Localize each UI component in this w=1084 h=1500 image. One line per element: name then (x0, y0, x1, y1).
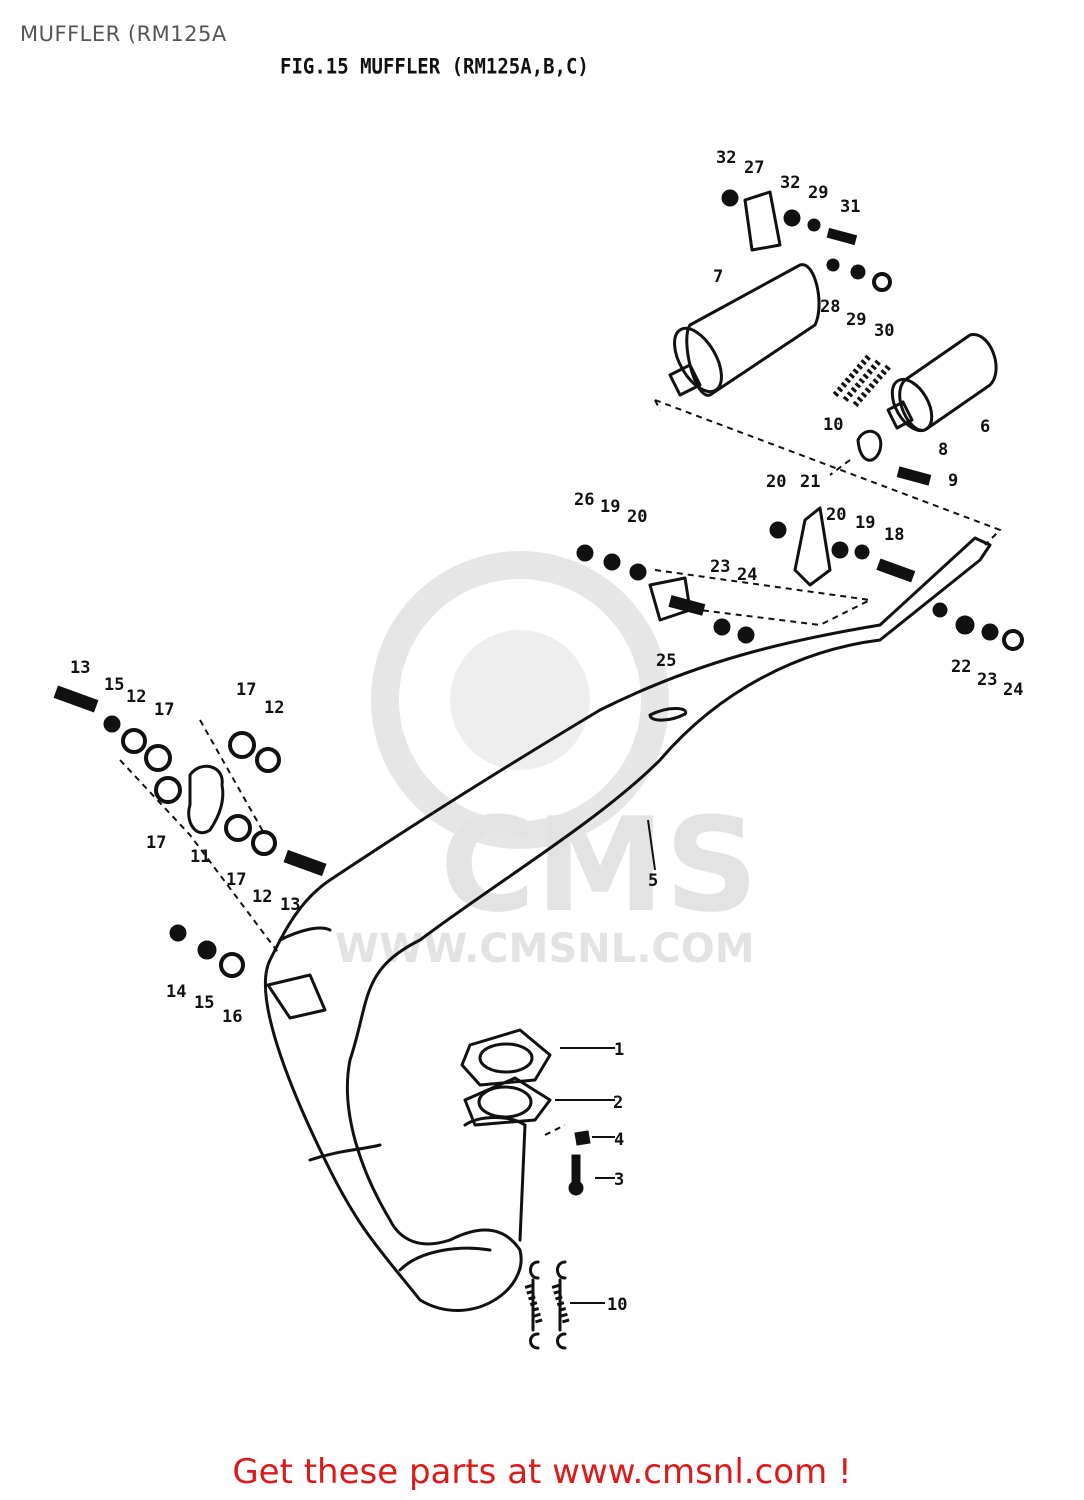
exhaust-spring-pair (524, 1260, 571, 1350)
callout-12-c: 12 (252, 887, 272, 907)
callout-24-b: 24 (1003, 680, 1023, 700)
callout-6: 6 (980, 417, 990, 437)
callout-5: 5 (648, 871, 658, 891)
callout-4: 4 (614, 1130, 624, 1150)
callout-29-a: 29 (808, 183, 828, 203)
callout-19-b: 19 (600, 497, 620, 517)
watermark-mascot-icon (371, 551, 669, 849)
bolt-31 (826, 227, 858, 246)
callout-28: 28 (820, 297, 840, 317)
hardware-washers (103, 189, 1024, 978)
callout-20-a: 20 (766, 472, 786, 492)
callout-10-lower: 10 (607, 1295, 627, 1315)
callout-13-upper: 13 (70, 658, 90, 678)
callout-19-a: 19 (855, 513, 875, 533)
callout-17-b: 17 (236, 680, 256, 700)
callout-3: 3 (614, 1170, 624, 1190)
assembly-leader-lines (119, 399, 1002, 1304)
callout-15-upper: 15 (104, 675, 124, 695)
flange-bolt-head (568, 1180, 584, 1196)
callout-32-b: 32 (780, 173, 800, 193)
watermark-url: WWW.CMSNL.COM (335, 926, 755, 972)
page-title: MUFFLER (RM125A (20, 22, 227, 46)
callout-27: 27 (744, 158, 764, 178)
flange-nut (574, 1130, 591, 1146)
callout-7: 7 (713, 267, 723, 287)
bolt-9 (896, 466, 932, 486)
callout-18: 18 (884, 525, 904, 545)
watermark-mascot-face-icon (450, 630, 590, 770)
callout-20-b: 20 (826, 505, 846, 525)
callout-24-a: 24 (737, 565, 757, 585)
callout-1: 1 (614, 1040, 624, 1060)
callout-17-c: 17 (146, 833, 166, 853)
silencer-6 (886, 333, 998, 433)
callout-labels: 32 27 32 29 31 7 28 29 30 6 10 8 9 20 21… (70, 148, 1023, 1315)
silencer-7 (668, 263, 821, 397)
footer-parts-link[interactable]: Get these parts at www.cmsnl.com ! (232, 1452, 852, 1492)
callout-12-b: 12 (264, 698, 284, 718)
callout-21: 21 (800, 472, 820, 492)
exhaust-chamber (264, 536, 992, 1312)
exhaust-flange-gasket (460, 1028, 552, 1087)
figure-title: FIG.15 MUFFLER (RM125A,B,C) (280, 54, 589, 80)
exploded-parts-diagram: CMS WWW.CMSNL.COM (53, 148, 1024, 1350)
callout-8: 8 (938, 440, 948, 460)
callout-26: 26 (574, 490, 594, 510)
rubber-mount-11 (187, 764, 225, 834)
callout-17-d: 17 (226, 870, 246, 890)
chamber-mount-bracket (793, 506, 832, 587)
callout-10-upper: 10 (823, 415, 843, 435)
callout-25: 25 (656, 651, 676, 671)
clamp-8 (856, 429, 883, 462)
callout-29-b: 29 (846, 310, 866, 330)
callout-12-a: 12 (126, 687, 146, 707)
callout-23-a: 23 (710, 557, 730, 577)
bolt-13-lower (283, 849, 327, 877)
callout-22: 22 (951, 657, 971, 677)
callout-20-c: 20 (627, 507, 647, 527)
callout-14: 14 (166, 982, 186, 1002)
silencer-mount-bracket (743, 190, 782, 252)
callout-32-a: 32 (716, 148, 736, 168)
bolt-18 (876, 558, 916, 583)
exhaust-flange-clamp (463, 1076, 552, 1127)
callout-15-lower: 15 (194, 993, 214, 1013)
watermark-brand: CMS (440, 789, 758, 941)
callout-13-lower: 13 (280, 895, 300, 915)
callout-2: 2 (613, 1093, 623, 1113)
callout-11: 11 (190, 847, 210, 867)
callout-17-a: 17 (154, 700, 174, 720)
callout-16: 16 (222, 1007, 242, 1027)
bolt-13-upper (53, 685, 99, 713)
callout-9: 9 (948, 471, 958, 491)
callout-31: 31 (840, 197, 860, 217)
callout-30: 30 (874, 321, 894, 341)
watermark: CMS WWW.CMSNL.COM (335, 551, 758, 972)
silencer-spring (832, 353, 893, 407)
callout-23-b: 23 (977, 670, 997, 690)
